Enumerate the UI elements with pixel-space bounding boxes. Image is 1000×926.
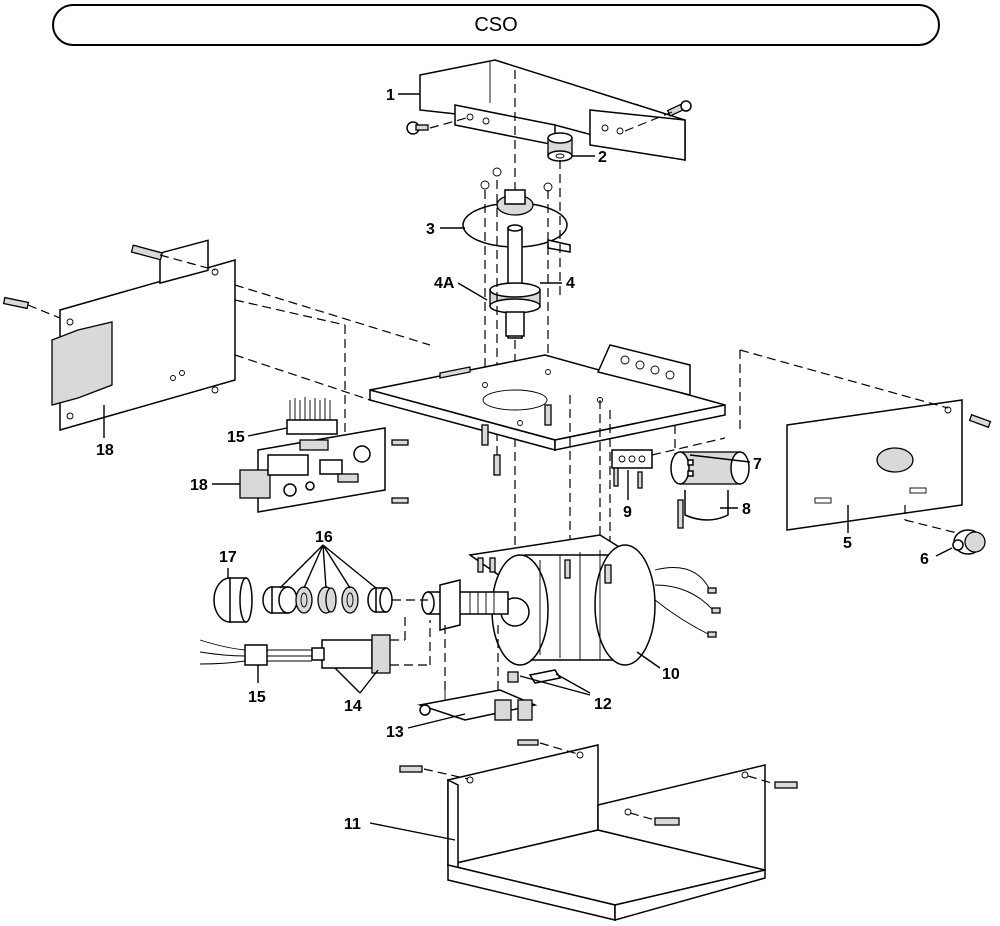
callout-10: 10 [662, 666, 680, 683]
part-8-capacitor-strap [677, 490, 729, 529]
callout-5: 5 [843, 535, 852, 552]
part-18-side-panel [2, 239, 236, 431]
callout-1: 1 [386, 87, 395, 104]
callout-18-board: 18 [190, 477, 208, 494]
chassis-screws [481, 404, 552, 476]
part-2-bushing [547, 132, 573, 162]
callout-4a: 4A [434, 275, 455, 292]
part-13-limit-switch [417, 685, 538, 721]
part-18-logic-board [239, 427, 409, 513]
part-11-bottom-cover [447, 744, 766, 921]
callout-2: 2 [598, 149, 607, 166]
part-9-terminal-block [611, 449, 653, 489]
part-1-nut-left [406, 121, 429, 135]
callout-15-cord: 15 [248, 689, 266, 706]
part-6-knob [952, 529, 986, 555]
chassis-plate [369, 344, 726, 451]
callout-16: 16 [315, 529, 333, 546]
callout-18-panel: 18 [96, 442, 114, 459]
callout-9: 9 [623, 504, 632, 521]
diagram-title-box: CSO [52, 4, 940, 46]
part-4-worm-gear [489, 282, 541, 337]
part-15-ribbon-connector [286, 397, 338, 435]
diagram-title: CSO [474, 13, 518, 36]
part-16-bearing-set [262, 586, 393, 614]
part-11-screws [399, 739, 798, 826]
part-1-top-bracket [419, 59, 686, 161]
callout-4: 4 [566, 275, 575, 292]
callout-14: 14 [344, 698, 362, 715]
part-1-bolt-right [666, 100, 692, 117]
motor-worm-shaft [421, 579, 509, 631]
part-15-power-cord [199, 639, 312, 666]
part-14-connector-housing [311, 634, 391, 674]
part-12-clips [507, 669, 562, 684]
part-10-motor [468, 534, 721, 666]
callout-17: 17 [219, 549, 237, 566]
callout-8: 8 [742, 501, 751, 518]
part-17-end-cap [213, 577, 253, 623]
callout-12: 12 [594, 696, 612, 713]
callout-labels: 1 2 3 4A 4 18 15 18 9 7 8 5 6 16 17 10 1… [96, 87, 929, 833]
callout-13: 13 [386, 724, 404, 741]
callout-6: 6 [920, 551, 929, 568]
part-5-end-panel [786, 399, 992, 531]
callout-11: 11 [344, 816, 361, 833]
leader-lines [103, 93, 953, 841]
callout-7: 7 [753, 456, 762, 473]
callout-3: 3 [426, 221, 435, 238]
callout-15-ribbon: 15 [227, 429, 245, 446]
